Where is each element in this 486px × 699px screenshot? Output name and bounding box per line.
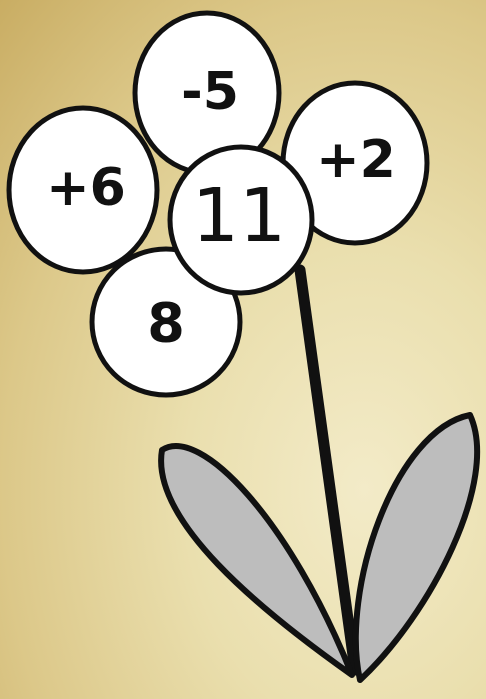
flower-center-label: 11 <box>192 173 286 259</box>
flower-center: 11 <box>170 147 312 293</box>
petal-left-label: +6 <box>46 158 126 218</box>
right-leaf <box>356 415 477 680</box>
petal-right-label: +2 <box>316 130 396 190</box>
petal-left: +6 <box>9 108 157 272</box>
left-leaf <box>161 446 352 675</box>
petal-bottom-label: 8 <box>147 292 185 355</box>
petal-top-label: -5 <box>181 62 239 122</box>
